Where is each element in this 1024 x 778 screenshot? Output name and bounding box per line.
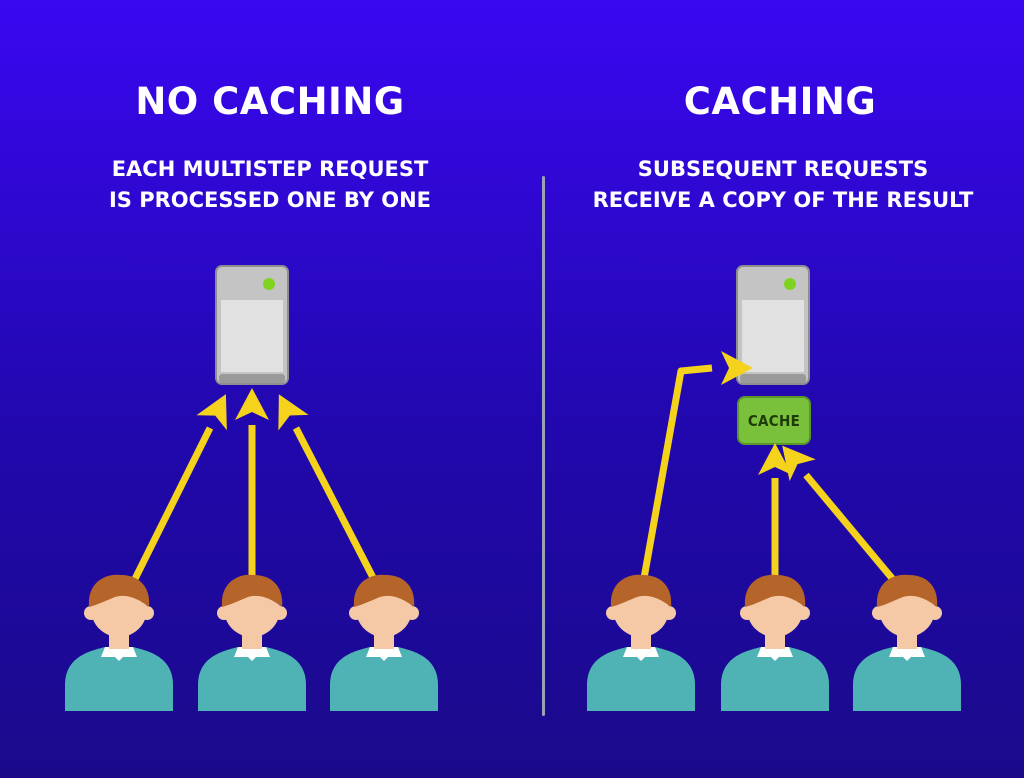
user-icon-right-2 <box>721 574 829 711</box>
request-arrow-right-1 <box>637 351 753 596</box>
caching-subtitle-line2: RECEIVE A COPY OF THE RESULT <box>592 188 974 212</box>
caching-title: CACHING <box>683 80 877 123</box>
request-arrow-left-2 <box>235 388 269 595</box>
cache-box <box>737 396 811 445</box>
request-arrow-left-1 <box>123 386 242 597</box>
no-caching-subtitle-line1: EACH MULTISTEP REQUEST <box>111 157 429 181</box>
request-arrow-left-3 <box>263 386 386 597</box>
no-caching-subtitle-line2: IS PROCESSED ONE BY ONE <box>108 188 432 212</box>
user-icon-left-1 <box>65 574 173 711</box>
panel-divider <box>542 176 545 716</box>
user-icon-left-3 <box>330 574 438 711</box>
caching-subtitle-line1: SUBSEQUENT REQUESTS <box>637 157 929 181</box>
user-icon-left-2 <box>198 574 306 711</box>
user-icon-right-1 <box>587 574 695 711</box>
cache-label: CACHE <box>747 411 801 430</box>
no-caching-title: NO CACHING <box>135 80 405 123</box>
user-icon-right-3 <box>853 574 961 711</box>
request-arrow-right-3 <box>769 434 909 598</box>
server-icon-left <box>215 265 289 385</box>
